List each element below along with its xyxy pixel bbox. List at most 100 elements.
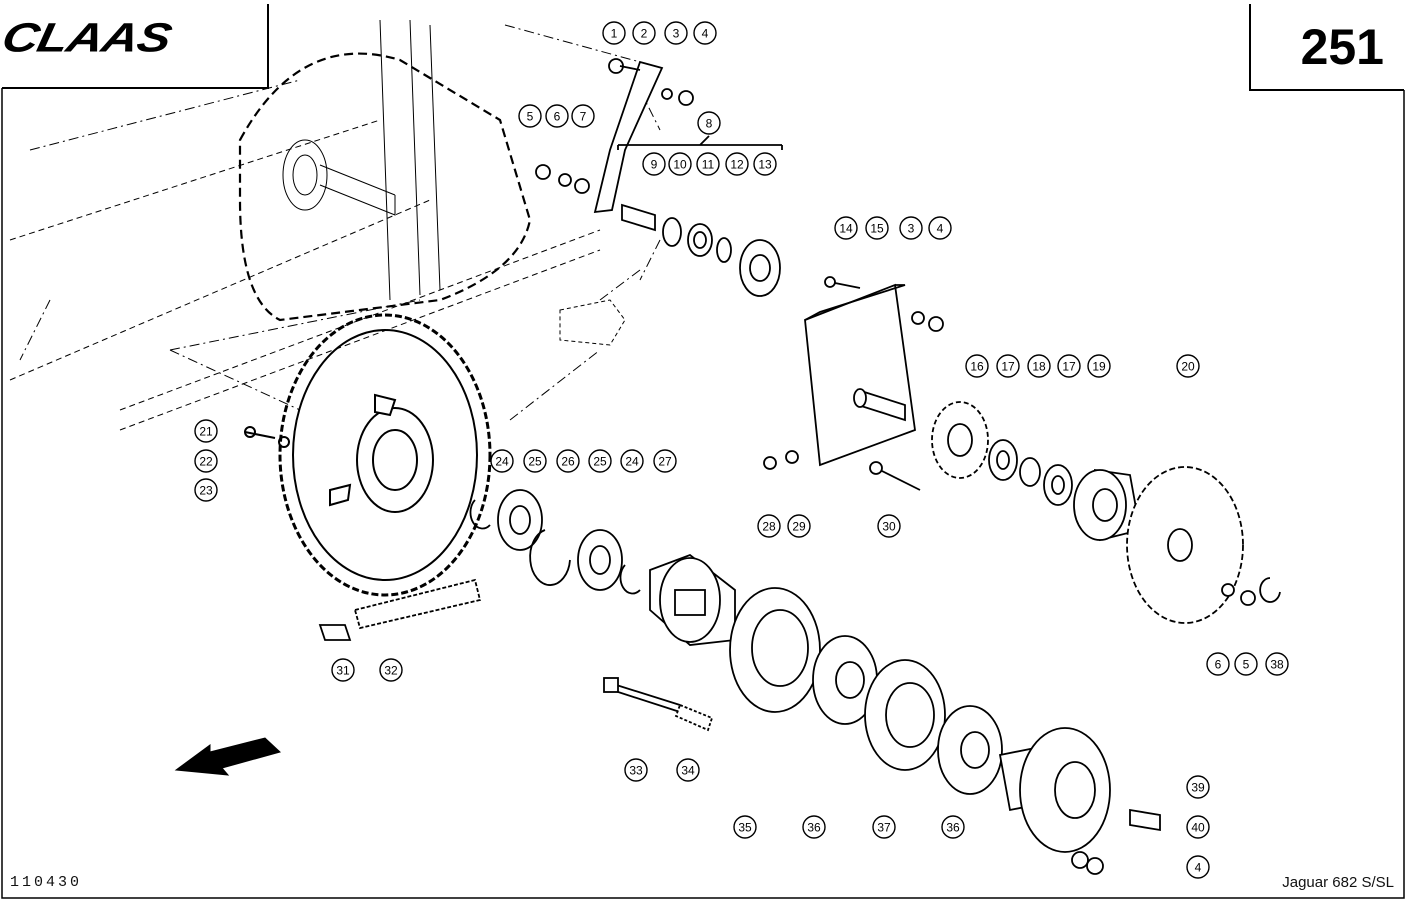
callout-label: 12 [730,158,744,172]
callout-2: 2 [632,21,656,45]
callout-25: 25 [588,449,612,473]
callout-9: 9 [642,152,666,176]
callout-24: 24 [490,449,514,473]
callout-33: 33 [624,758,648,782]
callout-13: 13 [753,152,777,176]
callout-17: 17 [1057,354,1081,378]
callout-label: 15 [870,222,884,236]
machine-housing-outline [9,19,661,431]
callout-label: 32 [384,664,398,678]
callout-label: 31 [336,664,350,678]
callout-14: 14 [834,216,858,240]
callout-36: 36 [941,815,965,839]
callout-label: 25 [528,455,542,469]
callout-label: 27 [658,455,672,469]
callout-28: 28 [757,514,781,538]
callout-label: 21 [199,425,213,439]
callout-3: 3 [664,21,688,45]
callout-29: 29 [787,514,811,538]
callout-label: 24 [495,455,509,469]
callout-4: 4 [693,21,717,45]
callout-label: 24 [625,455,639,469]
drawing-number: 110430 [10,874,83,891]
callout-label: 9 [651,158,658,172]
callout-label: 34 [681,764,695,778]
callout-3: 3 [899,216,923,240]
callout-10: 10 [668,152,692,176]
callout-label: 40 [1191,821,1205,835]
callout-24: 24 [620,449,644,473]
callout-4: 4 [928,216,952,240]
callout-label: 7 [580,110,587,124]
callout-label: 35 [738,821,752,835]
callout-label: 3 [673,27,680,41]
callout-20: 20 [1176,354,1200,378]
page-number: 251 [1300,19,1384,75]
callout-label: 39 [1191,781,1205,795]
callout-17: 17 [996,354,1020,378]
callout-25: 25 [523,449,547,473]
callout-label: 29 [792,520,806,534]
callout-22: 22 [194,449,218,473]
callout-label: 5 [527,110,534,124]
callout-label: 2 [641,27,648,41]
callout-label: 36 [946,821,960,835]
callout-6: 6 [1206,652,1230,676]
callout-30: 30 [877,514,901,538]
callout-5: 5 [518,104,542,128]
callout-label: 4 [1195,861,1202,875]
callout-label: 25 [593,455,607,469]
callout-31: 31 [331,658,355,682]
callout-label: 38 [1270,658,1284,672]
callout-11: 11 [696,152,720,176]
hub-stack [469,489,1161,875]
callout-label: 19 [1092,360,1106,374]
callout-7: 7 [571,104,595,128]
callout-15: 15 [865,216,889,240]
bolt-spring-chain [318,578,714,732]
callout-label: 33 [629,764,643,778]
callout-label: 6 [1215,658,1222,672]
callout-label: 10 [673,158,687,172]
callout-38: 38 [1265,652,1289,676]
callout-label: 6 [554,110,561,124]
callout-label: 17 [1062,360,1076,374]
callout-label: 28 [762,520,776,534]
callout-35: 35 [733,815,757,839]
callout-34: 34 [676,758,700,782]
callout-18: 18 [1027,354,1051,378]
callout-label: 26 [561,455,575,469]
model-label: Jaguar 682 S/SL [1282,874,1394,891]
callout-19: 19 [1087,354,1111,378]
bracket-plate [763,276,944,491]
callout-8: 8 [697,111,721,135]
callout-23: 23 [194,478,218,502]
callout-label: 4 [702,27,709,41]
callout-label: 18 [1032,360,1046,374]
callout-36: 36 [802,815,826,839]
callout-label: 4 [937,222,944,236]
callout-label: 3 [908,222,915,236]
callout-26: 26 [556,449,580,473]
direction-arrow [174,737,281,776]
callout-label: 13 [758,158,772,172]
callout-39: 39 [1186,775,1210,799]
right-sprocket-assembly [931,401,1281,624]
callout-27: 27 [653,449,677,473]
callout-label: 23 [199,484,213,498]
callout-12: 12 [725,152,749,176]
callout-label: 20 [1181,360,1195,374]
callout-6: 6 [545,104,569,128]
callout-32: 32 [379,658,403,682]
callout-16: 16 [965,354,989,378]
callout-label: 36 [807,821,821,835]
callout-label: 37 [877,821,891,835]
callout-label: 1 [611,27,618,41]
callout-4: 4 [1186,855,1210,879]
idler-arm-assembly [535,58,783,297]
callout-label: 17 [1001,360,1015,374]
callout-label: 8 [706,117,713,131]
callout-label: 16 [970,360,984,374]
